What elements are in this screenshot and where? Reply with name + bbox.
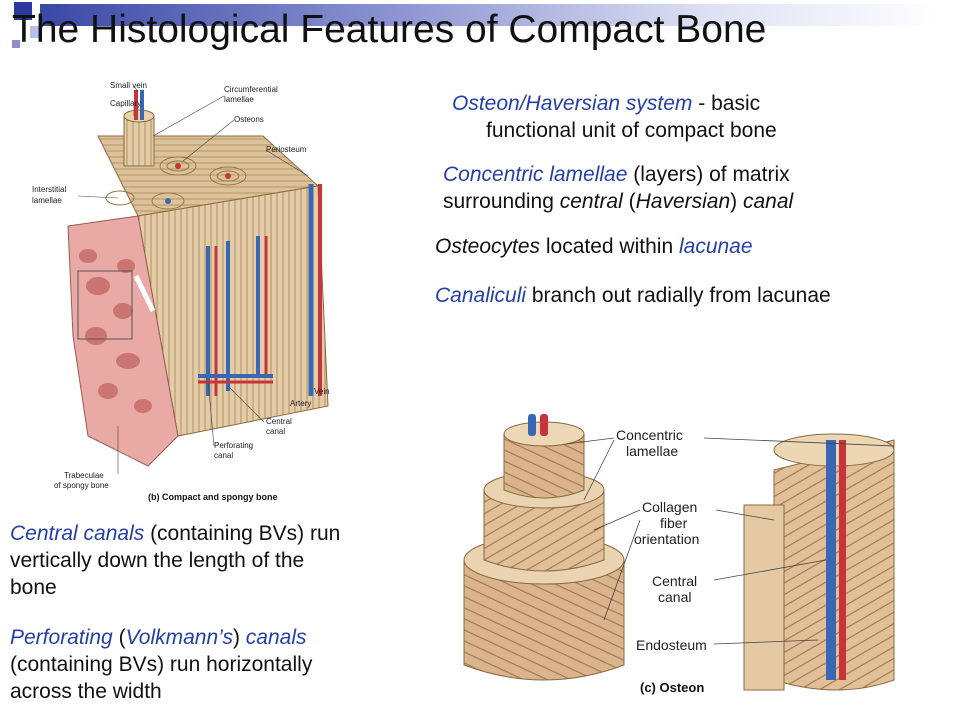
caption-figure-b: (b) Compact and spongy bone <box>148 492 278 502</box>
label-concentric-lamellae-2: lamellae <box>626 443 678 459</box>
label-circumferential-2: lamellae <box>224 95 254 104</box>
figure-osteon: Concentric lamellae Collagen fiber orien… <box>463 414 895 695</box>
term-osteocytes: Osteocytes <box>435 235 541 258</box>
term-concentric-lamellae: Concentric lamellae <box>443 163 628 186</box>
label-vein: Vein <box>314 387 330 396</box>
label-trabeculae-2: of spongy bone <box>54 481 109 490</box>
figure-compact-spongy-bone: Small vein Capillary Circumferential lam… <box>32 81 330 502</box>
label-central-canal-1: Central <box>652 573 697 589</box>
term-canaliculi: Canaliculi <box>435 284 527 307</box>
term-osteon: Osteon/Haversian system <box>452 92 693 115</box>
term-volkmanns: Volkmann’s <box>125 626 233 649</box>
label-capillary: Capillary <box>110 99 141 108</box>
term-central-canals: Central canals <box>10 522 145 545</box>
label-perforating-canal-1: Perforating <box>214 441 253 450</box>
bullet-osteon: Osteon/Haversian system - basic function… <box>452 92 777 142</box>
central-canal-vessel-artery <box>839 440 846 680</box>
label-interstitial-1: Interstitial <box>32 185 66 194</box>
label-periosteum: Periosteum <box>266 145 307 154</box>
slide-title: The Histological Features of Compact Bon… <box>12 8 767 51</box>
protruding-osteon <box>123 115 155 167</box>
decor-square-small <box>30 26 42 38</box>
label-interstitial-2: lamellae <box>32 196 62 205</box>
term-lacunae: lacunae <box>678 235 753 258</box>
lamella-inner <box>503 433 585 499</box>
caption-figure-c: (c) Osteon <box>640 680 704 695</box>
label-artery: Artery <box>290 399 311 408</box>
label-trabeculae-1: Trabeculae <box>64 471 104 480</box>
label-collagen-2: fiber <box>660 515 688 531</box>
label-concentric-lamellae-1: Concentric <box>616 427 683 443</box>
label-central-canal-1: Central <box>266 417 292 426</box>
title-gradient-bar <box>40 4 940 26</box>
label-central-canal-2: canal <box>658 589 691 605</box>
central-canal-vessel-vein <box>826 440 836 680</box>
decor-square-tiny <box>12 40 20 48</box>
label-small-vein: Small vein <box>110 81 147 90</box>
label-collagen-1: Collagen <box>642 499 697 515</box>
lamella-middle <box>483 489 605 572</box>
bullet-central-canals: Central canals (containing BVs) run vert… <box>10 522 341 599</box>
label-collagen-3: orientation <box>634 531 699 547</box>
label-circumferential-1: Circumferential <box>224 85 278 94</box>
bullet-canaliculi: Canaliculi branch out radially from lacu… <box>435 284 831 307</box>
bullet-concentric-lamellae: Concentric lamellae (layers) of matrix s… <box>443 163 794 213</box>
label-perforating-canal-2: canal <box>214 451 233 460</box>
label-central-canal-2: canal <box>266 427 285 436</box>
term-perforating: Perforating <box>10 626 113 649</box>
lamella-outer <box>463 559 625 681</box>
label-osteons: Osteons <box>234 115 264 124</box>
bullet-osteocytes: Osteocytes located within lacunae <box>435 235 753 258</box>
bullet-perforating-canals: Perforating (Volkmann’s) canals (contain… <box>10 626 313 703</box>
label-endosteum: Endosteum <box>636 637 707 653</box>
decor-square-large <box>14 2 32 20</box>
